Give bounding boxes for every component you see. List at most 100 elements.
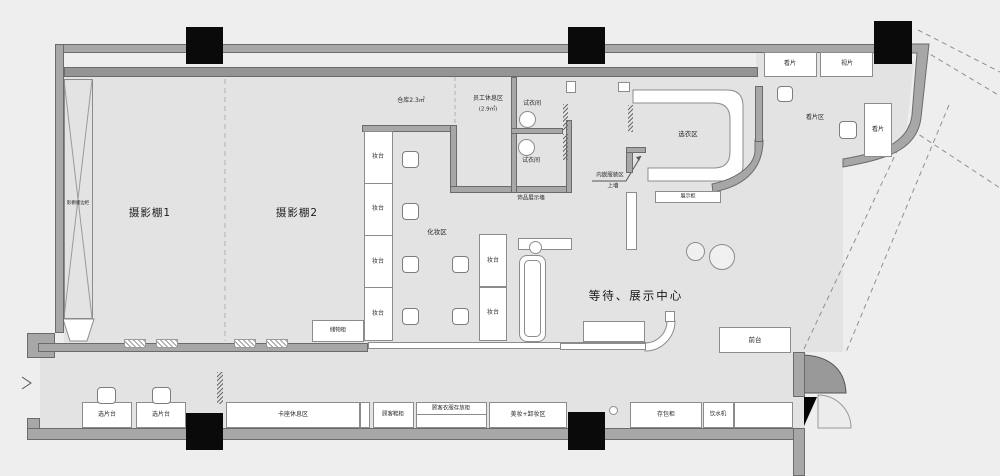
storage-cabinet (312, 320, 364, 342)
column (186, 413, 223, 450)
view-film-label: 看片 (871, 126, 885, 133)
makeup-stool (402, 151, 419, 168)
makeup-table-label: 妆台 (371, 205, 385, 212)
wall (755, 86, 763, 142)
waiting-center-label: 等待、展示中心 (588, 288, 684, 303)
accessories-wall-label: 饰品展示墙 (517, 195, 545, 202)
select-chair (97, 387, 116, 404)
makeup-table-label: 妆台 (371, 310, 385, 317)
fitting-room-label: 试衣间 (522, 100, 542, 107)
wall-fixture (618, 82, 630, 92)
fitting-stool (518, 139, 535, 156)
round-table (686, 242, 705, 261)
strip-door (62, 318, 95, 342)
storage-cabinet-label: 储物柜 (329, 327, 347, 334)
warehouse-label: 仓库2.3㎡ (397, 97, 425, 104)
bag-locker-label: 存包柜 (656, 411, 676, 418)
viewing-stool (839, 121, 857, 139)
bench-rail (560, 343, 646, 350)
fitting-stool (519, 111, 536, 128)
wall (793, 352, 805, 397)
column (186, 27, 223, 64)
display-cabinet-label: 展示柜 (680, 193, 696, 200)
wall (511, 128, 563, 134)
screen-film-label: 视片 (840, 60, 854, 67)
staff-rest-area-label: (2.9㎡) (478, 106, 498, 113)
studio1-label: 摄影棚1 (128, 206, 172, 219)
wall-hatch (234, 339, 256, 348)
display-cabinet (655, 191, 721, 203)
makeup-table (364, 131, 393, 184)
makeup-table-label: 妆台 (486, 309, 500, 316)
curtain-rail-icon (628, 105, 633, 132)
makeup-stool (402, 203, 419, 220)
display-bar (626, 192, 637, 250)
round-stool (529, 241, 542, 254)
wall-hatch (156, 339, 178, 348)
booth-end (360, 402, 370, 428)
wall (450, 125, 457, 193)
column (568, 412, 605, 450)
wall (626, 147, 646, 153)
wall (64, 67, 758, 77)
view-film-area-label: 看片区 (805, 114, 825, 121)
booth-rest-label: 卡座休息区 (277, 411, 309, 418)
bench (583, 321, 645, 342)
entrance-curved-wall (799, 354, 847, 394)
beauty-area-label: 美妆+卸妆区 (510, 411, 546, 418)
floor (40, 53, 914, 428)
shelf-counter (518, 238, 572, 250)
bag-locker (630, 402, 702, 428)
door-swing (817, 394, 852, 429)
fitting-room-label: 试衣间 (521, 157, 541, 164)
makeup-table (479, 234, 507, 287)
makeup-area-label: 化妆区 (427, 227, 447, 236)
clothes-storage-cabinet (416, 402, 487, 428)
small-circle-fixture (609, 406, 618, 415)
wall (27, 428, 795, 440)
leader-arrowhead (636, 156, 641, 161)
front-desk (719, 327, 791, 353)
makeup-table (364, 183, 393, 236)
column (568, 27, 605, 64)
wall (55, 44, 883, 53)
wall-hatch (266, 339, 288, 348)
leader-line (592, 155, 642, 182)
shoe-cabinet (373, 402, 414, 428)
clothes-selection-label: 选衣区 (678, 129, 698, 138)
cabinet-cross-lines (63, 79, 93, 319)
front-desk-label: 前台 (748, 335, 762, 344)
makeup-table-label: 妆台 (371, 153, 385, 160)
sofa-inner (524, 260, 541, 337)
viewing-stool (777, 86, 793, 102)
studio-side-cabinet (64, 79, 93, 319)
crossed-cabinet (734, 402, 793, 428)
curtain-rail-icon (563, 134, 568, 160)
makeup-stool (402, 308, 419, 325)
beauty-counter (489, 402, 567, 428)
door-triangle (804, 397, 817, 426)
clothes-storage-divider (416, 414, 487, 415)
clothes-storage-label: 顾客衣服存放柜 (431, 405, 471, 412)
wall-fixture (566, 81, 576, 93)
curtain-rail-icon (563, 104, 568, 130)
makeup-table (364, 235, 393, 288)
water-dispenser (703, 402, 734, 428)
slanted-wall (842, 43, 930, 168)
wall (511, 77, 517, 193)
bench-cap (665, 311, 675, 322)
booth-rest-bench (226, 402, 360, 428)
film-select-table-label: 选片台 (97, 411, 117, 418)
shoe-cabinet-label: 顾客鞋柜 (381, 411, 405, 418)
studio2-label: 摄影棚2 (275, 206, 319, 219)
makeup-table (364, 287, 393, 341)
view-film-desk (764, 52, 817, 77)
view-film-label: 看片 (783, 60, 797, 67)
sofa (519, 255, 546, 342)
water-dispenser-label: 饮水机 (709, 411, 727, 418)
column (874, 21, 912, 64)
makeup-table-label: 妆台 (371, 258, 385, 265)
backdrop-stand-icon (217, 372, 223, 404)
